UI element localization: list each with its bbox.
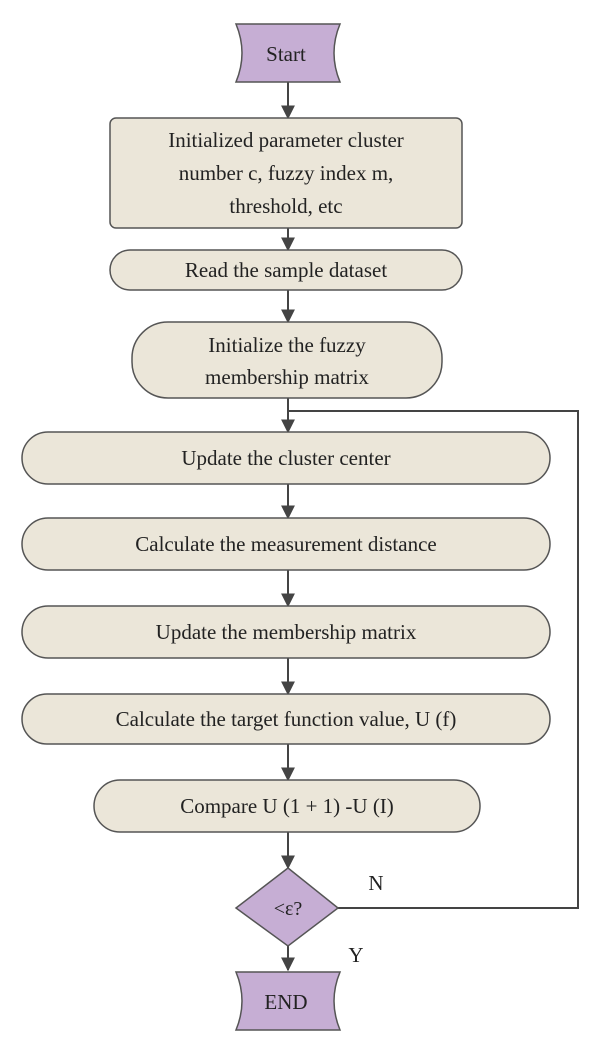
start-label: Start bbox=[266, 42, 306, 66]
compare-box: Compare U (1 + 1) -U (I) bbox=[93, 779, 481, 833]
update-matrix-label: Update the membership matrix bbox=[156, 620, 417, 644]
calc-distance-box: Calculate the measurement distance bbox=[21, 517, 551, 571]
init-params-line-3: threshold, etc bbox=[229, 194, 342, 218]
end-label: END bbox=[264, 990, 307, 1014]
calc-distance-label: Calculate the measurement distance bbox=[135, 532, 436, 556]
compare-label: Compare U (1 + 1) -U (I) bbox=[180, 794, 394, 818]
connectors bbox=[281, 82, 579, 972]
calc-target-label: Calculate the target function value, U (… bbox=[116, 707, 457, 731]
update-center-label: Update the cluster center bbox=[181, 446, 390, 470]
read-dataset-label: Read the sample dataset bbox=[185, 258, 388, 282]
decision-label: <ε? bbox=[274, 898, 303, 920]
read-dataset-box: Read the sample dataset bbox=[109, 249, 463, 291]
yes-branch-label: Y bbox=[348, 943, 363, 967]
init-params-line-1: Initialized parameter cluster bbox=[168, 128, 404, 152]
init-params-box: Initialized parameter cluster number c, … bbox=[109, 117, 463, 229]
update-matrix-box: Update the membership matrix bbox=[21, 605, 551, 659]
init-matrix-line-1: Initialize the fuzzy bbox=[208, 333, 366, 357]
init-params-line-2: number c, fuzzy index m, bbox=[179, 161, 394, 185]
init-matrix-box: Initialize the fuzzy membership matrix bbox=[131, 321, 443, 399]
loop-back-line bbox=[288, 410, 579, 909]
update-center-box: Update the cluster center bbox=[21, 431, 551, 485]
end-terminal: END bbox=[234, 971, 342, 1031]
no-branch-label: N bbox=[368, 871, 383, 895]
init-matrix-line-2: membership matrix bbox=[205, 365, 369, 389]
decision-diamond: <ε? bbox=[234, 867, 340, 947]
calc-target-box: Calculate the target function value, U (… bbox=[21, 693, 551, 745]
start-terminal: Start bbox=[234, 23, 342, 83]
